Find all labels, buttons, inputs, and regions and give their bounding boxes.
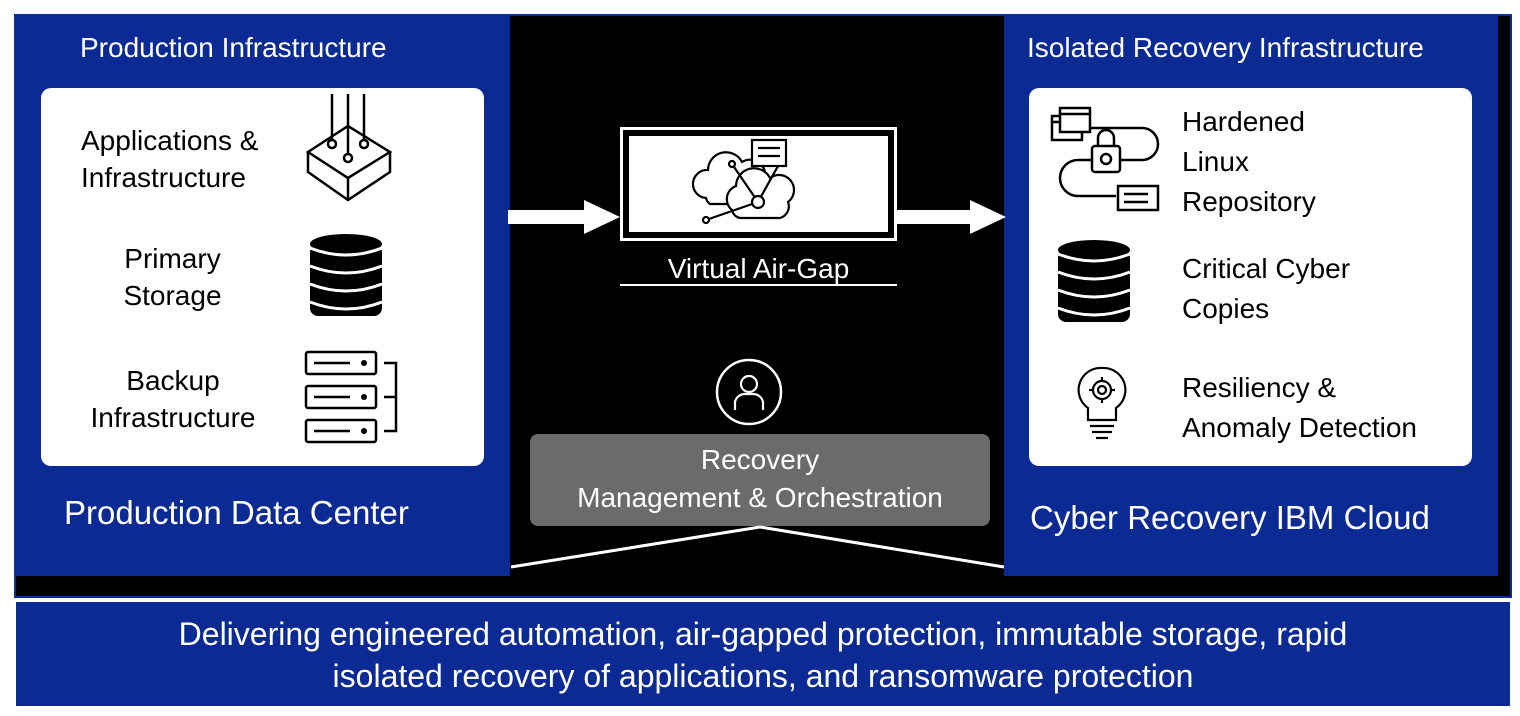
- backup-line2: Infrastructure: [90, 402, 256, 433]
- production-item-storage: Primary Storage: [100, 240, 245, 314]
- orchestration-line2: Management & Orchestration: [577, 482, 943, 513]
- recovery-title: Isolated Recovery Infrastructure: [1027, 32, 1424, 63]
- lightbulb-gear-icon: [1077, 366, 1127, 440]
- repo-line3: Repository: [1182, 186, 1316, 217]
- orchestration-box: Recovery Management & Orchestration: [530, 434, 990, 526]
- database-icon: [1057, 240, 1131, 322]
- recovery-item-copies: Critical Cyber Copies: [1182, 249, 1350, 329]
- backup-line1: Backup: [126, 365, 220, 396]
- production-item-backup: Backup Infrastructure: [75, 362, 271, 436]
- anomaly-line2: Anomaly Detection: [1182, 412, 1418, 443]
- anomaly-line1: Resiliency &: [1182, 372, 1337, 403]
- database-icon: [309, 234, 383, 316]
- production-footer: Production Data Center: [64, 494, 409, 531]
- copies-line1: Critical Cyber: [1182, 253, 1351, 284]
- apps-line1: Applications &: [81, 125, 259, 156]
- apps-line2: Infrastructure: [81, 162, 246, 193]
- banner-line2: isolated recovery of applications, and r…: [332, 658, 1194, 694]
- orchestration-line1: Recovery: [700, 444, 820, 475]
- flow-arrow-right: [894, 200, 1006, 234]
- storage-line1: Primary: [124, 243, 221, 274]
- airgap-underline: [620, 284, 897, 286]
- airgap-label: Virtual Air-Gap: [667, 253, 850, 284]
- recovery-item-repository: Hardened Linux Repository: [1182, 102, 1316, 222]
- storage-line2: Storage: [123, 280, 222, 311]
- production-title: Production Infrastructure: [80, 32, 387, 63]
- repo-line2: Linux: [1182, 146, 1249, 177]
- production-item-apps: Applications & Infrastructure: [81, 122, 258, 196]
- server-stack-icon: [304, 350, 398, 444]
- production-box: [41, 88, 484, 466]
- recovery-item-anomaly: Resiliency & Anomaly Detection: [1182, 368, 1417, 448]
- repo-line1: Hardened: [1182, 106, 1305, 137]
- flow-arrow-left: [508, 200, 620, 234]
- recovery-footer: Cyber Recovery IBM Cloud: [1030, 499, 1430, 536]
- chip-icon: [305, 94, 393, 202]
- lock-repository-icon: [1050, 106, 1160, 212]
- banner-line1: Delivering engineered automation, air-ga…: [178, 616, 1348, 652]
- user-icon: [715, 358, 783, 426]
- bottom-banner: Delivering engineered automation, air-ga…: [16, 602, 1510, 706]
- copies-line2: Copies: [1182, 293, 1270, 324]
- cloud-network-icon: [691, 138, 796, 225]
